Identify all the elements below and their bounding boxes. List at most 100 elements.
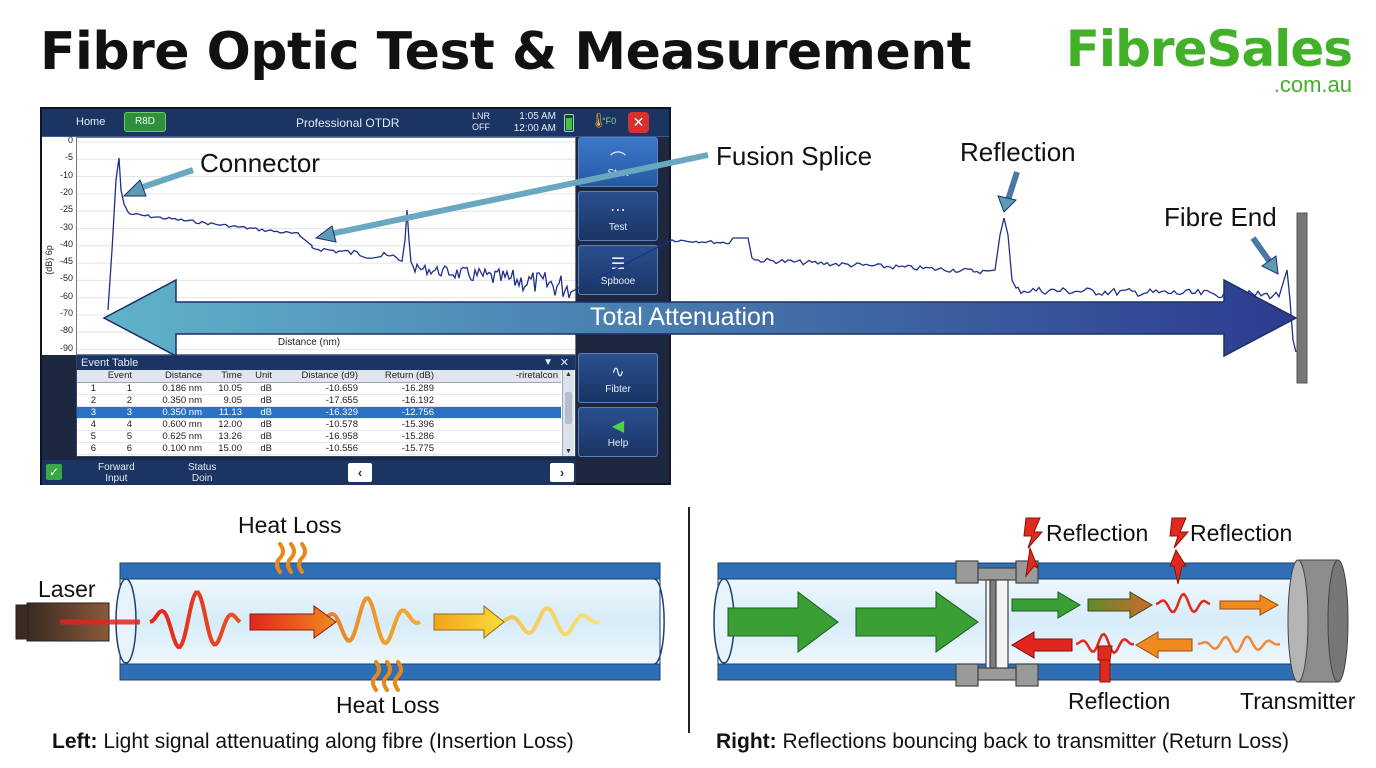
forward-arrow-small-3 (1219, 594, 1280, 616)
help-icon: ◀ (611, 418, 625, 435)
y-tick-label: 0 (67, 135, 73, 145)
close-table-icon[interactable]: ✕ (559, 357, 569, 369)
table-cell: -10.578 (275, 418, 361, 431)
table-cell (437, 394, 561, 407)
table-cell: 10.05 (205, 382, 245, 395)
fibre-end-label: Fibre End (1164, 202, 1277, 232)
table-cell: -10.556 (275, 442, 361, 455)
y-tick-label: -45 (59, 256, 73, 267)
window-title: Professional OTDR (296, 116, 400, 130)
table-cell: 4 (77, 418, 99, 431)
scroll-down-icon[interactable]: ▼ (565, 448, 572, 455)
next-page-icon[interactable]: › (550, 463, 574, 482)
reflection-label: Reflection (960, 137, 1076, 167)
y-axis: (dB) 6p 0-5-10-20-25-30-40-45-50-60-70-8… (42, 135, 76, 355)
fusion-splice-label: Fusion Splice (716, 141, 873, 171)
otdr-trace-plot[interactable] (76, 137, 576, 355)
forward-signal-arrow-2 (855, 591, 979, 653)
section-divider (688, 507, 690, 733)
table-cell: dB (245, 442, 275, 455)
trace-gridlines (77, 141, 575, 351)
y-axis-label: (dB) 6p (43, 245, 54, 275)
scroll-thumb[interactable] (565, 392, 572, 424)
y-tick-label: -60 (59, 290, 73, 301)
scroll-up-icon[interactable]: ▲ (565, 371, 572, 378)
table-cell: -16.329 (275, 406, 361, 419)
table-cell: 1 (99, 382, 135, 395)
y-tick-label: -5 (64, 152, 73, 163)
splice-button[interactable]: ☰ Spbooe (578, 245, 658, 295)
table-column-header[interactable]: Distance (d9) (275, 370, 361, 383)
checkmark-icon[interactable]: ✓ (46, 464, 62, 480)
event-table-header: Event Table ▼ ✕ (77, 356, 575, 370)
laser-label: Laser (38, 576, 96, 602)
table-cell: -10.659 (275, 382, 361, 395)
table-cell: dB (245, 406, 275, 419)
thermometer-icon: 🌡 (590, 112, 608, 128)
y-tick-label: -80 (59, 325, 73, 336)
table-cell (437, 382, 561, 395)
fibre-button[interactable]: ∿ Fibter (578, 353, 658, 403)
table-column-header[interactable] (77, 370, 99, 383)
table-cell: -15.775 (361, 442, 437, 455)
table-column-header[interactable]: Unit (245, 370, 275, 383)
table-cell (437, 442, 561, 455)
table-cell: 0.600 mn (135, 418, 205, 431)
reflection-label-3: Reflection (1068, 688, 1171, 714)
mode-tab[interactable]: R8D (124, 112, 166, 132)
y-tick-label: -50 (59, 273, 73, 284)
table-cell: dB (245, 394, 275, 407)
home-button[interactable]: Home (76, 116, 106, 128)
table-column-header[interactable]: -riretalcon (437, 370, 561, 383)
table-cell: -15.286 (361, 430, 437, 443)
y-tick-label: -20 (59, 186, 73, 197)
table-cell: 4 (99, 418, 135, 431)
close-icon[interactable]: ✕ (628, 112, 649, 133)
signal-arrow-2 (433, 604, 505, 640)
filter-icon[interactable]: ▼ (543, 357, 553, 368)
table-cell: 0.625 nm (135, 430, 205, 443)
help-button[interactable]: ◀ Help (578, 407, 658, 457)
table-cell: -16.958 (275, 430, 361, 443)
signal-arrow-1 (249, 605, 337, 639)
x-axis-label: Distance (nm) (277, 337, 341, 348)
prev-page-icon[interactable]: ‹ (348, 463, 372, 482)
table-column-header[interactable]: Return (dB) (361, 370, 437, 383)
table-column-header[interactable]: Event (99, 370, 135, 383)
table-column-header[interactable]: Time (205, 370, 245, 383)
table-cell: 0.350 nm (135, 406, 205, 419)
table-cell: -12.756 (361, 406, 437, 419)
right-caption: Right: Reflections bouncing back to tran… (716, 730, 1290, 753)
table-cell: 0.350 nm (135, 394, 205, 407)
battery-icon (564, 114, 574, 132)
table-cell: 6 (99, 442, 135, 455)
y-tick-label: -40 (59, 238, 73, 249)
test-button[interactable]: ⋯ Test (578, 191, 658, 241)
table-cell (437, 418, 561, 431)
y-tick-label: -10 (59, 169, 73, 180)
temperature-label: °F0 (602, 116, 617, 126)
table-cell: -17.655 (275, 394, 361, 407)
table-cell: 5 (99, 430, 135, 443)
left-caption: Left: Light signal attenuating along fib… (52, 730, 574, 753)
start-button[interactable]: ⌒ Start (578, 137, 658, 187)
table-column-header[interactable]: Distance (135, 370, 205, 383)
reflection-label-1: Reflection (1046, 520, 1149, 546)
table-scrollbar[interactable]: ▲ ▼ (562, 370, 574, 456)
transmitter-icon (1287, 559, 1349, 683)
table-cell: dB (245, 382, 275, 395)
reflection-burst-icon-3 (1097, 645, 1113, 683)
